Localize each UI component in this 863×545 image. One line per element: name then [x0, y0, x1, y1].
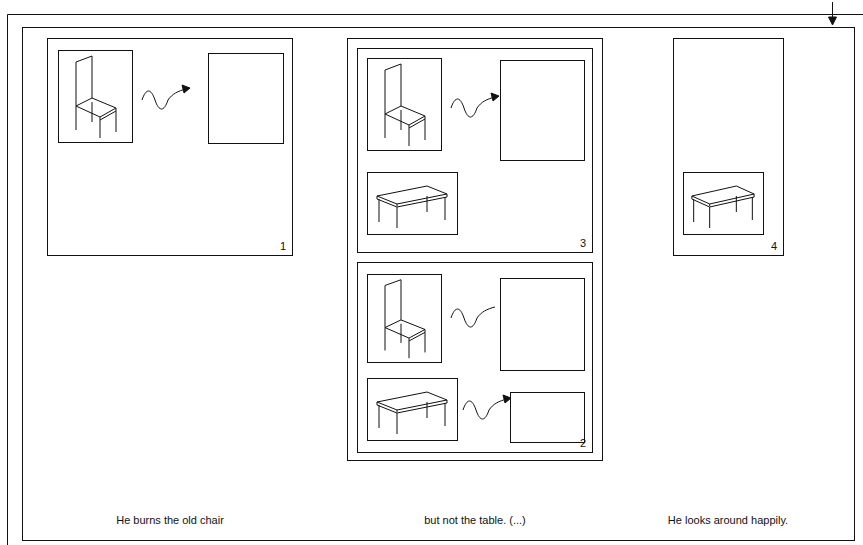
table-leg — [397, 207, 398, 228]
table-leg — [445, 197, 446, 220]
table-leg — [736, 196, 737, 212]
transform-squiggle — [463, 399, 507, 419]
table-edge — [709, 204, 710, 206]
squiggle-arrowhead — [182, 85, 190, 93]
squiggle-arrowhead — [491, 93, 499, 101]
chair-leg — [100, 120, 101, 138]
chair-seat-edge — [409, 329, 425, 340]
comic-panel: 3 — [357, 48, 593, 253]
chair-leg — [425, 332, 426, 352]
chair-frame — [368, 59, 442, 151]
comic-panel: 1 — [47, 38, 293, 256]
transform-squiggle — [451, 97, 495, 117]
chair-frame — [59, 51, 133, 143]
table-edge — [692, 194, 754, 207]
caption: He burns the old chair — [114, 514, 226, 527]
chair-leg — [116, 111, 117, 132]
table-top — [377, 392, 447, 410]
chair-frame — [368, 275, 442, 363]
panel-number: 2 — [580, 437, 586, 449]
comic-panel: 2 — [357, 262, 593, 453]
frame-line — [7, 15, 8, 545]
caption: but not the table. (...) — [422, 514, 528, 527]
chair-back — [385, 64, 401, 114]
panel-number: 3 — [580, 237, 586, 249]
caption: He looks around happily. — [666, 514, 790, 527]
chair-seat-edge — [409, 116, 425, 128]
empty-frame — [209, 54, 284, 144]
chair-leg — [401, 324, 402, 343]
empty-frame — [501, 61, 585, 161]
chair-back — [385, 280, 401, 328]
panel-number: 4 — [771, 240, 777, 252]
transform-squiggle — [451, 307, 495, 327]
chair-leg — [401, 110, 402, 130]
table-edge — [397, 410, 398, 412]
table-frame — [684, 173, 764, 235]
chair-leg — [425, 119, 426, 140]
table-frame — [368, 379, 458, 441]
table-top — [692, 186, 754, 204]
table-leg — [709, 207, 710, 228]
chair-back — [76, 56, 92, 106]
chair-leg — [76, 106, 77, 130]
table-leg — [379, 199, 380, 222]
table-leg — [379, 405, 380, 428]
panel-group — [348, 39, 603, 461]
comic-panel: 4 — [673, 38, 784, 256]
table-edge — [377, 400, 447, 413]
chair-seat-edge — [100, 108, 116, 120]
table-leg — [427, 196, 428, 212]
chair-leg — [409, 341, 410, 358]
frame-line — [8, 14, 863, 15]
table-leg — [427, 402, 428, 418]
empty-frame — [501, 279, 585, 371]
panel-number: 1 — [280, 240, 286, 252]
squiggle-arrowhead — [503, 395, 511, 403]
pointer-arrowhead — [829, 17, 837, 25]
table-leg — [693, 199, 694, 222]
table-leg — [752, 197, 753, 220]
transform-squiggle — [142, 89, 186, 109]
table-leg — [445, 403, 446, 426]
chair-leg — [385, 114, 386, 138]
table-frame — [368, 173, 458, 235]
chair-leg — [385, 328, 386, 351]
chair-leg — [409, 128, 410, 146]
table-edge — [397, 204, 398, 206]
empty-frame — [511, 393, 585, 443]
table-top — [377, 186, 447, 204]
chair-leg — [92, 102, 93, 122]
table-edge — [377, 194, 447, 207]
strip-frame — [23, 28, 855, 541]
table-leg — [397, 413, 398, 434]
